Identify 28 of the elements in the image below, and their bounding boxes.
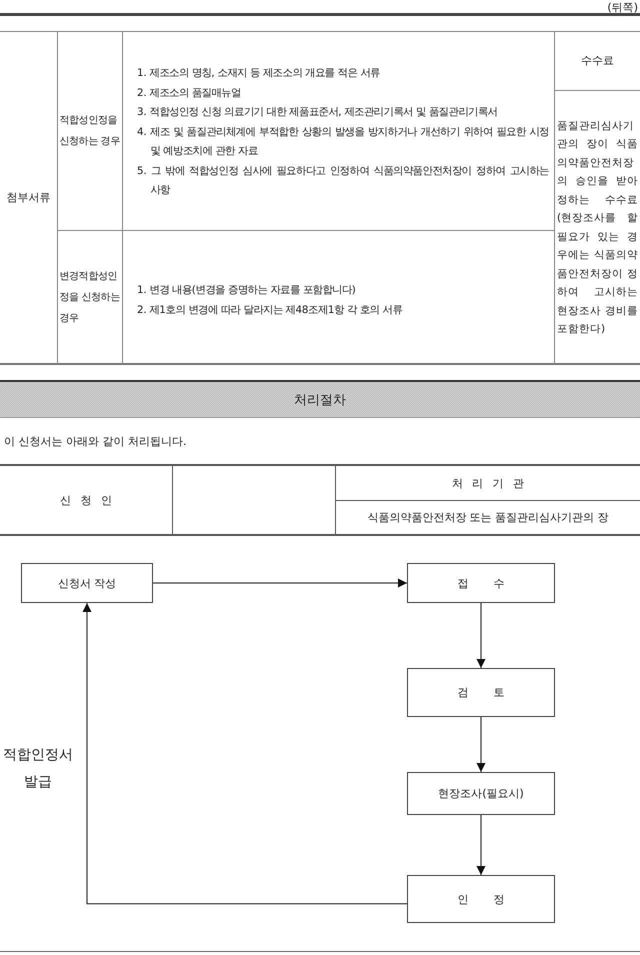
arrow (82, 602, 408, 904)
agency-name: 식품의약품안전처장 또는 품질관리심사기관의 장 (367, 510, 609, 525)
list-item: 1. 제조소의 명칭, 소재지 등 제조소의 개요를 적은 서류 (137, 66, 380, 81)
row-subheader: 변경적합성인정을 신청하는 경우 (60, 270, 120, 326)
arrow (152, 578, 408, 588)
process-box: 인 정 (407, 875, 555, 923)
fee-description: 품질관리심사기관의 장이 식품의약품안전처장의 승인을 받아 정하는 수수료(현장조사를 할 필요가 있는 경우에는 식품의약품안전처장이 정하여 고시하는 현장조사 경비를 포함한다) (557, 118, 638, 337)
arrow (476, 602, 486, 668)
section-heading: 처리절차 (0, 380, 640, 418)
list-item: 2. 제조소의 품질매뉴얼 (137, 86, 241, 100)
row-header: 첨부서류 (6, 190, 50, 205)
process-box: 검 토 (407, 668, 555, 717)
applicant-label: 신 청 인 (60, 492, 112, 508)
page-note: (뒤쪽) (607, 0, 638, 14)
list-item: 5. 그 밖에 적합성인정 심사에 필요하다고 인정하여 식품의약품안전처장이 정하여 고시하는 사항 (137, 164, 549, 198)
column-header: 수수료 (581, 53, 614, 68)
process-box: 현장조사(필요시) (407, 772, 555, 815)
process-box: 접 수 (407, 563, 555, 603)
intro-text: 이 신청서는 아래와 같이 처리됩니다. (4, 434, 186, 448)
list-item: 4. 제조 및 품질관리체계에 부적합한 상황의 발생을 방지하거나 개선하기 위하여 필요한 시정 및 예방조치에 관한 자료 (137, 124, 549, 159)
arrow (476, 716, 486, 772)
list-item: 2. 제1호의 변경에 따라 달라지는 제48조제1항 각 호의 서류 (137, 302, 402, 318)
arrow (476, 814, 486, 876)
list-item: 1. 변경 내용(변경을 증명하는 자료를 포함합니다) (137, 283, 356, 298)
list-item: 3. 적합성인정 신청 의료기기 대한 제품표준서, 제조관리기록서 및 품질관리기록서 (137, 105, 498, 120)
process-box: 신청서 작성 (21, 563, 153, 603)
agency-header: 처 리 기 관 (452, 476, 524, 490)
row-subheader: 적합성인정을 신청하는 경우 (60, 114, 120, 148)
